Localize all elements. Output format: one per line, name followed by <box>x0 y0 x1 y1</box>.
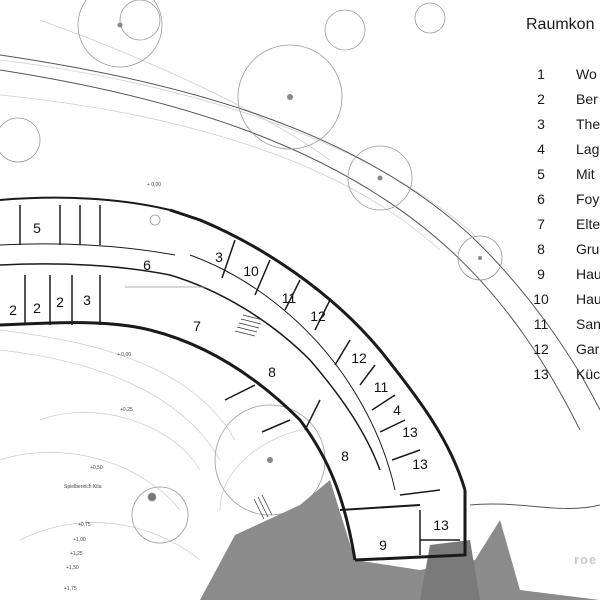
room-label: 11 <box>282 290 297 306</box>
room-label: 4 <box>393 402 401 418</box>
elevation-mark: + 0,00 <box>147 182 161 188</box>
room-label: 5 <box>33 220 41 236</box>
room-label: 7 <box>193 318 201 334</box>
room-label: 9 <box>379 537 387 553</box>
room-label: 13 <box>402 424 418 440</box>
legend-name: Gru <box>576 241 600 257</box>
legend-number: 4 <box>537 141 545 157</box>
room-label: 12 <box>351 350 367 366</box>
stairs <box>234 314 273 520</box>
elevation-mark: +0,50 <box>90 465 103 471</box>
legend-title: Raumkon <box>526 16 595 33</box>
legend-number: 12 <box>533 341 549 357</box>
room-label: 12 <box>310 308 326 324</box>
legend-name: Lag <box>576 141 600 157</box>
site-details <box>125 214 205 544</box>
legend-name: Gar <box>576 341 600 357</box>
tree-centers <box>117 22 482 463</box>
legend-number: 5 <box>537 166 545 182</box>
elevation-mark: +1,00 <box>73 537 86 543</box>
legend-name: San <box>576 316 600 332</box>
room-label: 3 <box>83 292 91 308</box>
room-labels: 5 2 2 2 3 6 3 10 11 12 7 12 8 11 4 13 8 … <box>9 220 449 553</box>
watermark: roe <box>574 552 598 567</box>
elevation-mark: +0,75 <box>78 522 91 528</box>
room-label: 11 <box>374 379 389 395</box>
elevation-mark: +0,25 <box>120 407 133 413</box>
legend-name: Foy <box>576 191 600 207</box>
room-label: 2 <box>9 302 17 318</box>
room-label: 13 <box>433 517 449 533</box>
elevation-mark: + 0,00 <box>117 352 131 358</box>
room-label: 13 <box>412 456 428 472</box>
room-dividers <box>19 205 460 555</box>
legend-number: 2 <box>537 91 545 107</box>
legend-name: The <box>576 116 600 132</box>
legend-number: 1 <box>537 66 545 82</box>
legend-name: Wo <box>576 66 597 82</box>
room-label: 6 <box>143 257 151 273</box>
building-walls <box>0 196 467 562</box>
room-label: 8 <box>341 448 349 464</box>
legend-number: 8 <box>537 241 545 257</box>
legend-name: Mit <box>576 166 595 182</box>
legend-name: Küc <box>576 366 600 382</box>
terrace-hatch <box>200 480 600 600</box>
site-contours <box>0 19 481 561</box>
site-note: Spielbereich Kita <box>64 484 102 490</box>
legend-number: 11 <box>533 316 549 332</box>
legend-name: Elte <box>576 216 600 232</box>
legend-number: 10 <box>533 291 549 307</box>
legend-number: 9 <box>537 266 545 282</box>
legend-number: 7 <box>537 216 545 232</box>
elevation-mark: +1,75 <box>64 586 77 592</box>
room-label: 8 <box>268 364 276 380</box>
legend-number: 13 <box>533 366 549 382</box>
room-label: 2 <box>56 294 64 310</box>
legend-number: 6 <box>537 191 545 207</box>
trees <box>0 0 503 516</box>
legend-name: Hau <box>576 291 600 307</box>
legend-name: Ber <box>576 91 598 107</box>
elevation-mark: +1,50 <box>66 565 79 571</box>
room-label: 3 <box>215 249 223 265</box>
elevation-mark: +1,25 <box>70 551 83 557</box>
room-label: 10 <box>243 263 259 279</box>
legend-name: Hau <box>576 266 600 282</box>
legend-number: 3 <box>537 116 545 132</box>
elevation-marks: + 0,00 + 0,00 +0,25 +0,50 +0,75 +1,00 +1… <box>64 182 161 592</box>
road-curves <box>0 54 600 510</box>
room-label: 2 <box>33 300 41 316</box>
